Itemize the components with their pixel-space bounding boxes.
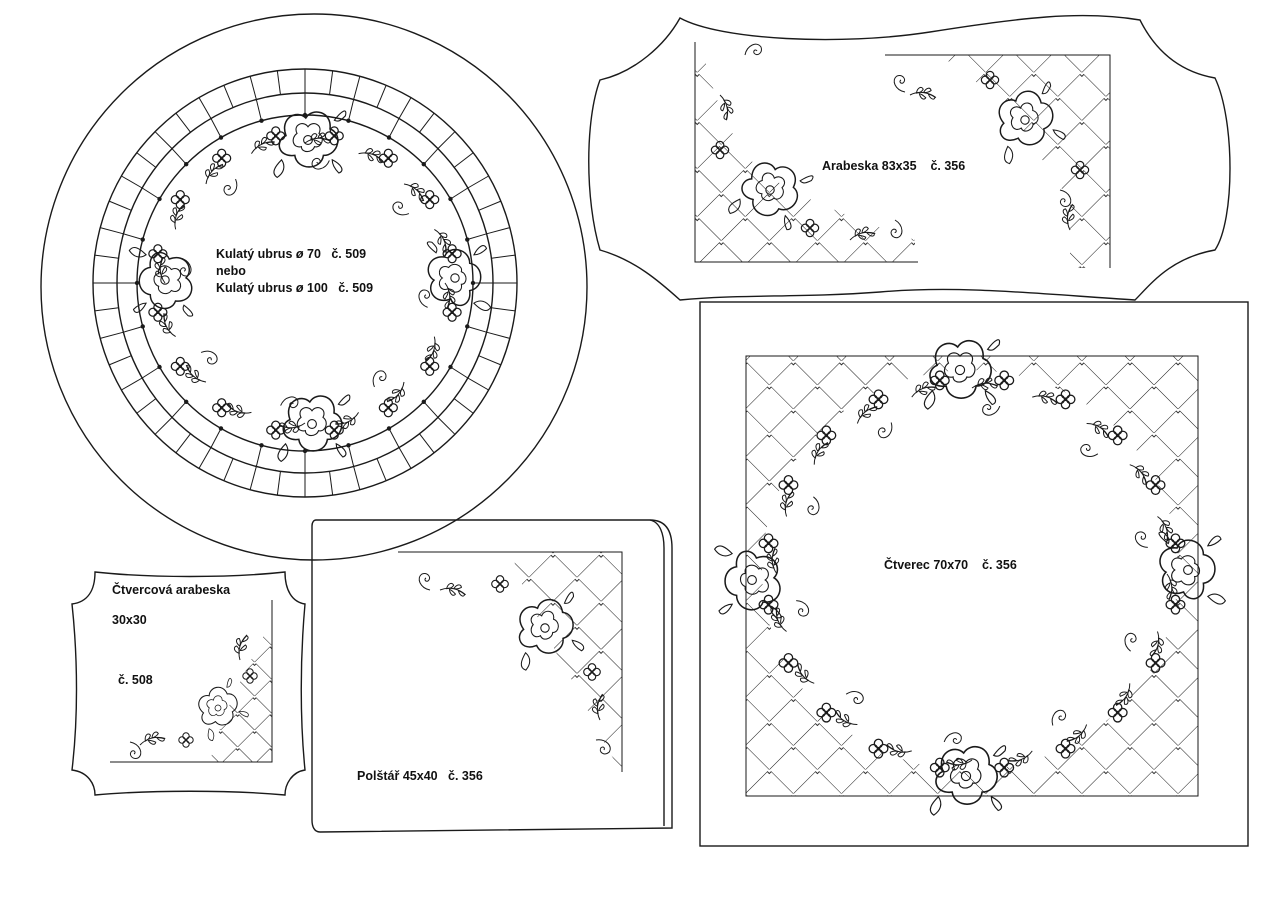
arabesque-label: Arabeska 83x35 č. 356	[822, 159, 966, 173]
square-arabesque-size: 30x30	[112, 613, 147, 627]
square-cloth-label: Čtverec 70x70 č. 356	[884, 558, 1017, 572]
square-arabesque-pattern	[71, 571, 306, 796]
round-cloth-line-2: Kulatý ubrus ø 100 č. 509	[216, 281, 374, 295]
square-arabesque-code: č. 508	[118, 673, 153, 687]
square-cloth-pattern	[699, 301, 1249, 847]
round-cloth-line-1: Kulatý ubrus ø 70 č. 509	[216, 247, 367, 261]
round-tablecloth-pattern	[40, 13, 588, 561]
arabesque-pattern	[588, 14, 1231, 301]
square-arabesque-title: Čtvercová arabeska	[112, 583, 231, 597]
pillow-pattern	[311, 519, 673, 833]
pillow-label: Polštář 45x40 č. 356	[357, 769, 483, 783]
round-cloth-label: Kulatý ubrus ø 70 č. 509 nebo Kulatý ubr…	[216, 246, 373, 297]
round-cloth-connector: nebo	[216, 264, 246, 278]
